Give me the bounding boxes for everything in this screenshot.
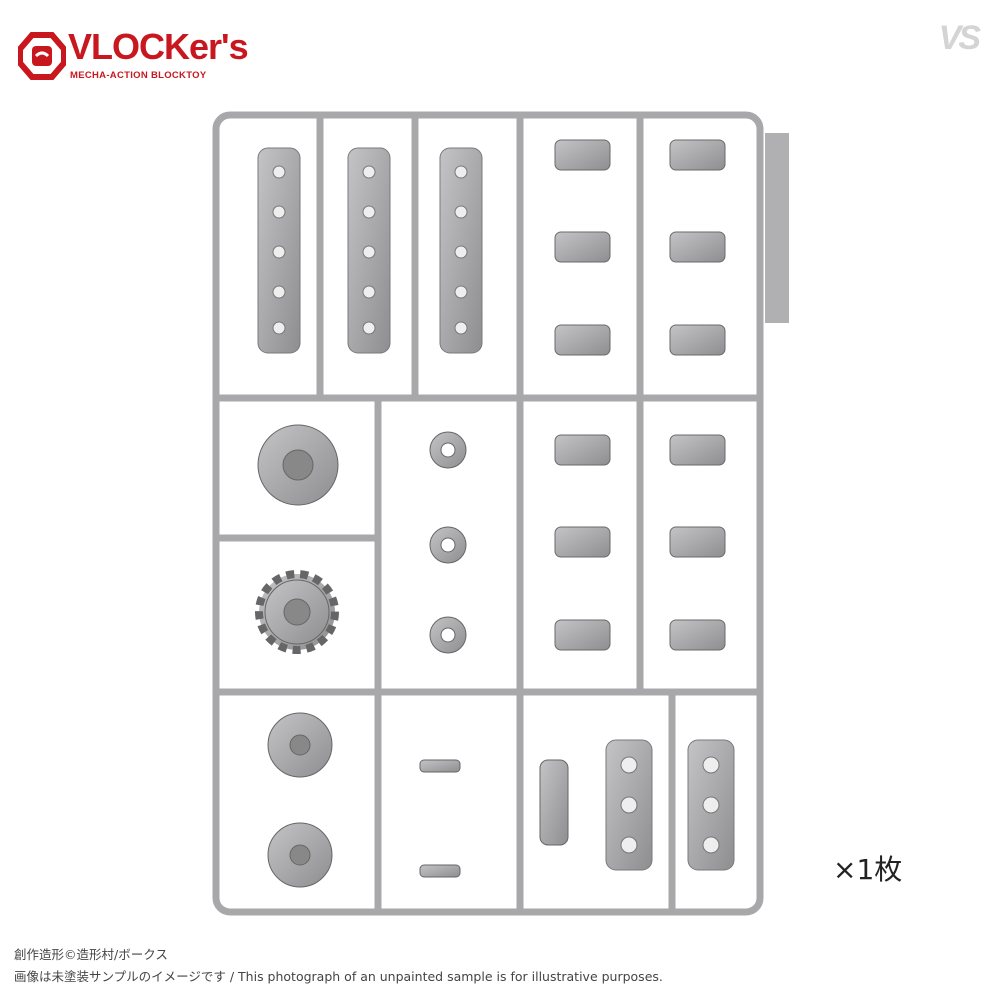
wheel-parts <box>255 424 467 888</box>
plate-holes <box>272 165 720 854</box>
connector-parts <box>554 139 726 651</box>
copyright-text: 創作造形©造形村/ボークス <box>14 947 168 962</box>
joint-parts <box>419 759 569 878</box>
disclaimer-text: 画像は未塗装サンプルのイメージです / This photograph of a… <box>14 969 663 984</box>
logo-text: VLOCKer's <box>68 26 249 67</box>
quantity-label: ×1枚 <box>833 853 903 886</box>
vs-brand-mark: VS <box>938 19 981 57</box>
logo-tagline: MECHA-ACTION BLOCKTOY <box>70 70 207 81</box>
hexagon-nut-icon <box>18 32 66 80</box>
sprue-tag <box>765 133 789 323</box>
vlockers-logo: VLOCKer's MECHA-ACTION BLOCKTOY <box>18 28 258 88</box>
sprue-frame <box>212 111 764 916</box>
plate-parts <box>257 147 735 871</box>
credits: 創作造形©造形村/ボークス 画像は未塗装サンプルのイメージです / This p… <box>14 944 663 988</box>
